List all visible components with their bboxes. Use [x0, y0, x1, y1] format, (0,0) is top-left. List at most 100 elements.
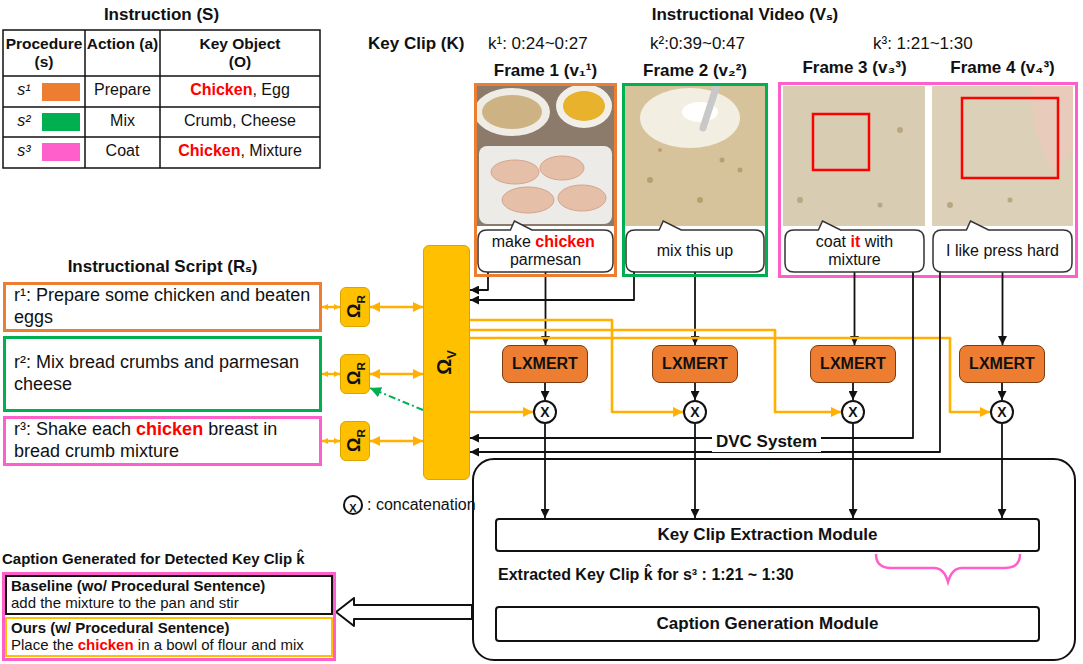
connector	[322, 373, 340, 375]
text-holder: X	[685, 405, 705, 419]
row-title: Key Clip (K)	[368, 34, 464, 53]
label-holder: Procedure (s)	[3, 35, 85, 72]
label-holder: k²:0:39~0:47	[650, 34, 745, 54]
heading-holder: Frame 4 (v₄³)	[929, 58, 1076, 78]
egg	[563, 91, 605, 121]
script-box-text: r¹: Prepare some chicken and beaten eggs	[14, 285, 310, 327]
table-cell: Chicken	[190, 81, 252, 98]
text-holder: ΩR	[343, 430, 366, 453]
clip-time: k³: 1:21~1:30	[873, 34, 973, 53]
connector	[1002, 272, 1004, 345]
video-frame: Frame 2 (v₂²)mix this up	[622, 83, 768, 277]
table-rule	[84, 30, 86, 168]
label-holder: Instruction (S)	[3, 5, 320, 25]
speech-bubble: mix this up	[626, 230, 764, 272]
connector	[370, 388, 423, 410]
concat-circle-text: X	[997, 404, 1006, 420]
connector	[470, 272, 913, 438]
text-holder: r²: Mix bread crumbs and parmesan cheese	[14, 352, 311, 395]
label-holder: Action (a)	[85, 35, 160, 53]
module-box: Key Clip Extraction Module	[495, 518, 1040, 552]
encoder-box: ΩV	[423, 245, 470, 480]
label-holder: Prepare	[85, 81, 160, 99]
table-cell: Coat	[106, 142, 140, 159]
text-holder: LXMERT	[964, 355, 1040, 373]
text-line: Ours (w/ Procedural Sentence)	[11, 620, 327, 637]
model-box-text: LXMERT	[820, 355, 886, 372]
text-holder: ΩR	[343, 363, 366, 386]
text-holder: ΩV	[433, 350, 460, 375]
bubble-shape	[933, 221, 1072, 272]
label-holder: Key Clip (K)	[368, 34, 464, 54]
script-box: r³: Shake eachchickenbreast in bread cru…	[3, 416, 322, 466]
text-line: X	[535, 405, 555, 419]
speech-bubble-text: I like press hard	[946, 242, 1059, 259]
text-line: ΩR	[343, 296, 366, 319]
concat-circle-text: X	[540, 404, 549, 420]
encoder-box-text: Ω	[343, 438, 363, 452]
text-line: ΩV	[433, 350, 460, 375]
caption-box: Baseline (wo/ Procedural Sentence)add th…	[5, 575, 333, 615]
text-holder: LXMERT	[815, 355, 891, 373]
crumb	[947, 202, 953, 208]
text-line: Baseline (wo/ Procedural Sentence)	[11, 578, 327, 595]
encoder-box-text: R	[353, 430, 366, 438]
encoder-box-text: R	[353, 296, 366, 304]
heading-text: DVC System	[716, 432, 817, 451]
connector	[694, 272, 696, 345]
speech-bubble: makechickenparmesan	[478, 230, 613, 272]
label-holder: k³: 1:21~1:30	[873, 34, 973, 54]
caption-box-text: Ours (w/ Procedural Sentence)	[11, 619, 229, 636]
frame-photo	[932, 86, 1073, 226]
heading-text: Frame 2 (v₂²)	[643, 61, 747, 80]
speech-bubble-text: coat	[816, 233, 846, 250]
model-box: LXMERT	[810, 345, 896, 383]
legend-symbol	[344, 496, 362, 514]
text-line: X	[685, 405, 705, 419]
text-line: coatitwith mixture	[788, 233, 921, 268]
crumb	[647, 177, 653, 183]
table-cell: s¹	[17, 81, 30, 98]
text-line: add the mixture to the pan and stir	[11, 595, 327, 612]
caption-box-text: Baseline (wo/ Procedural Sentence)	[11, 577, 265, 594]
text-line: r²: Mix bread crumbs and parmesan cheese	[14, 352, 311, 395]
speech-bubble-text: parmesan	[510, 251, 581, 269]
connector	[370, 306, 423, 309]
label-holder: Crumb, Cheese	[160, 112, 320, 130]
script-box-text: r²: Mix bread crumbs and parmesan cheese	[14, 352, 299, 394]
caption-box-text: chicken	[78, 636, 134, 653]
bubble-shape	[785, 221, 924, 272]
label-holder: Key Object (O)	[194, 35, 286, 72]
label-holder: Instructional Video (Vₛ)	[630, 5, 860, 25]
text-line: Key Clip Extraction Module	[501, 525, 1034, 545]
text-line: Caption Generation Module	[501, 614, 1034, 634]
table-border	[3, 30, 320, 168]
table-header: Procedure (s)	[6, 35, 83, 70]
bowl	[556, 84, 612, 128]
table-rule	[3, 75, 320, 77]
frame-photo	[783, 86, 925, 226]
text-holder: r³: Shake eachchickenbreast in bread cru…	[14, 419, 311, 462]
connector	[470, 411, 533, 414]
clip-time: k¹: 0:24~0:27	[488, 34, 588, 53]
clip-time: k²:0:39~0:47	[650, 34, 745, 53]
text-line: I like press hard	[936, 242, 1069, 260]
heading-text: Caption Generated for Detected Key Clip …	[2, 550, 305, 567]
clip-outline	[780, 84, 1077, 277]
connector	[545, 272, 547, 345]
focus-box	[962, 98, 1058, 178]
module-box: Caption Generation Module	[495, 606, 1040, 642]
text-line: X	[992, 405, 1012, 419]
text-line: mix this up	[629, 242, 761, 260]
connector	[1001, 383, 1003, 400]
connector	[854, 272, 856, 345]
bubble-shape	[626, 221, 764, 272]
concat-circle: X	[841, 400, 865, 424]
speech-bubble: I like press hard	[933, 230, 1072, 272]
video-frame: Frame 3 (v₃³)coatitwith mixture	[781, 83, 928, 277]
text-holder: coatitwith mixture	[788, 233, 921, 268]
heading-holder: Frame 2 (v₂²)	[622, 61, 768, 81]
text-holder: X	[992, 405, 1012, 419]
crumb	[878, 203, 883, 208]
text-holder: mix this up	[629, 242, 761, 260]
